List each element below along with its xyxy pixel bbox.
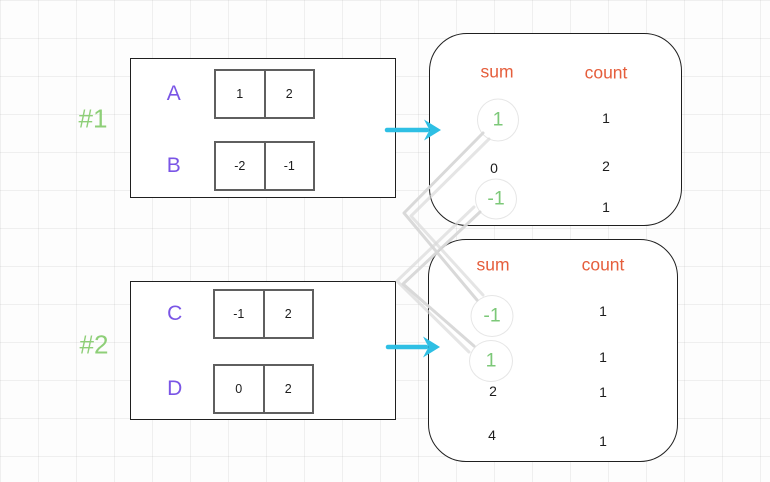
table2-row1-count: 1	[599, 303, 607, 319]
table2-row2-sum: 1	[485, 349, 497, 372]
result-table-1: sum count 1 1 0 2 -1 1	[429, 33, 682, 226]
array-c-cell-0: -1	[233, 307, 245, 321]
group2-array-d-label: D	[167, 377, 183, 400]
table1-count-header: count	[584, 62, 628, 83]
group2-box: C -1 2 D 0 2	[130, 281, 396, 420]
table2-row3-sum: 2	[489, 383, 497, 399]
group1-box: A 1 2 B -2 -1	[130, 58, 396, 198]
array-a-cell-1: 2	[263, 71, 314, 117]
table2-row3-count: 1	[599, 384, 607, 400]
group2-tag: #2	[79, 329, 109, 360]
table2-row4-count: 1	[599, 433, 607, 449]
array-b-cell-0: -2	[234, 159, 246, 173]
table1-row1-count: 1	[602, 110, 610, 126]
array-b: -2 -1	[214, 141, 315, 191]
array-a-cell-0: 1	[236, 87, 244, 101]
table1-row1-sum: 1	[492, 108, 504, 131]
group1-array-b-label: B	[166, 154, 182, 177]
table2-row1-sum: -1	[483, 304, 501, 327]
array-b-cell-1: -1	[263, 143, 314, 189]
group2-array-c-label: C	[167, 302, 183, 325]
array-d-cell-1: 2	[262, 366, 313, 412]
result-table-2: sum count -1 1 1 1 2 1 4 1	[428, 239, 678, 462]
table2-sum-header: sum	[476, 254, 510, 275]
table1-row3-sum: -1	[487, 187, 505, 210]
table2-row4-sum: 4	[488, 427, 496, 443]
array-d: 0 2	[213, 364, 314, 414]
array-a: 1 2	[214, 69, 315, 119]
array-c-cell-1: 2	[262, 291, 313, 337]
table2-row2-count: 1	[599, 349, 607, 365]
table2-count-header: count	[581, 254, 625, 275]
table1-row2-sum: 0	[490, 160, 498, 176]
array-d-cell-0: 0	[235, 382, 243, 396]
group1-tag: #1	[78, 103, 108, 134]
table1-sum-header: sum	[480, 61, 514, 82]
group1-array-a-label: A	[166, 82, 182, 105]
table1-row3-count: 1	[602, 199, 610, 215]
table1-row2-count: 2	[602, 158, 610, 174]
array-c: -1 2	[213, 289, 314, 339]
